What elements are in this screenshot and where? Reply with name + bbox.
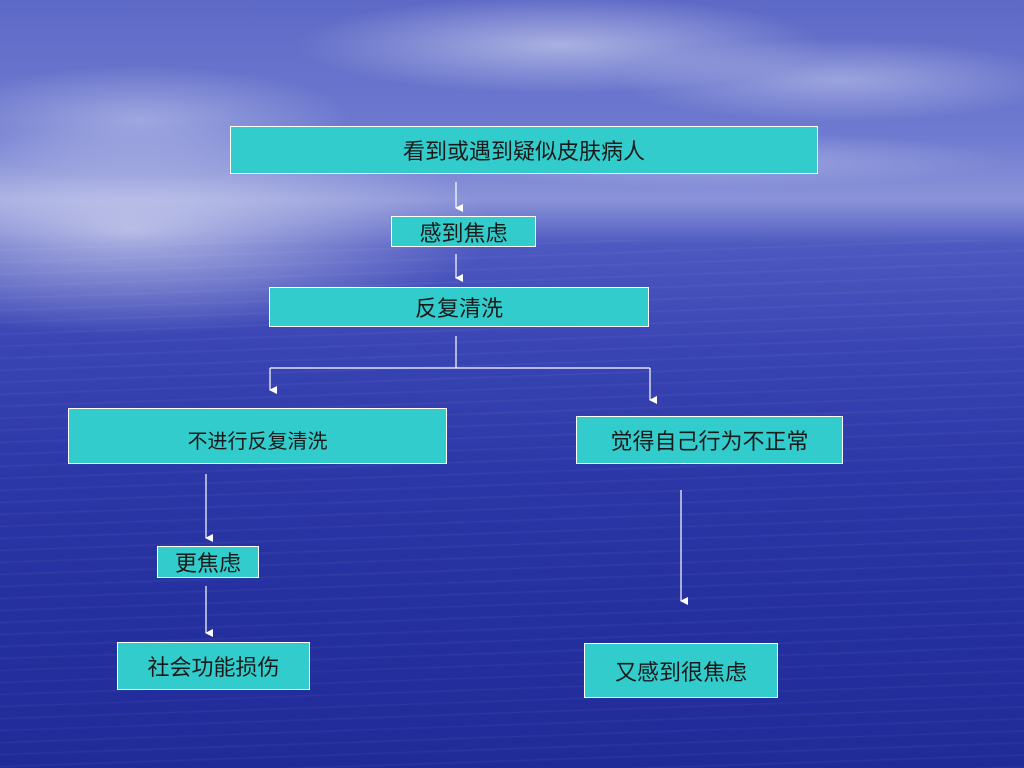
node-anxious-again: 又感到很焦虑 — [584, 643, 778, 698]
node-label: 又感到很焦虑 — [614, 660, 747, 686]
node-label: 感到焦虑 — [419, 221, 508, 247]
node-repeated-washing: 反复清洗 — [269, 287, 649, 327]
node-feel-behavior-abnormal: 觉得自己行为不正常 — [576, 416, 843, 464]
node-feel-anxious: 感到焦虑 — [391, 216, 536, 247]
node-no-repeated-washing: 不进行反复清洗 — [68, 408, 447, 464]
node-label: 看到或遇到疑似皮肤病人 — [402, 140, 645, 165]
node-more-anxious: 更焦虑 — [157, 546, 259, 578]
node-social-function-impairment: 社会功能损伤 — [117, 642, 310, 690]
node-label: 觉得自己行为不正常 — [610, 430, 809, 455]
node-label: 不进行反复清洗 — [187, 429, 328, 453]
node-label: 更焦虑 — [174, 552, 241, 577]
node-see-suspected-patient: 看到或遇到疑似皮肤病人 — [230, 126, 818, 174]
node-label: 社会功能损伤 — [147, 656, 280, 681]
node-label: 反复清洗 — [414, 297, 503, 322]
